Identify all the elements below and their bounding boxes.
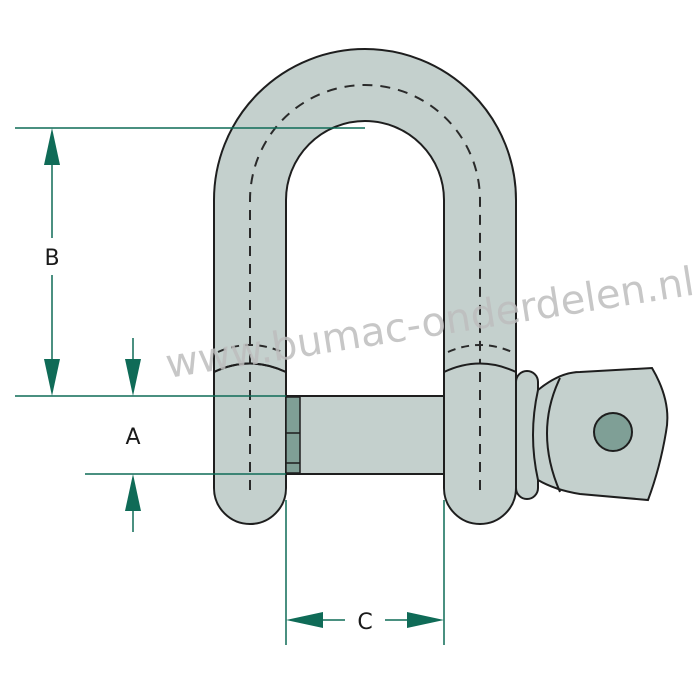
label-c: C [357, 610, 372, 635]
left-eye [213, 344, 287, 525]
label-a: A [125, 425, 140, 450]
shackle-bow [213, 48, 517, 490]
right-eye [443, 344, 517, 525]
dimension-c [286, 612, 444, 628]
label-b: B [44, 246, 59, 271]
pin-head [515, 366, 669, 502]
dimension-a [125, 338, 141, 532]
pin-hole [593, 412, 633, 452]
dimension-b [44, 128, 60, 396]
shackle-pin [285, 395, 445, 475]
dimension-lines [15, 127, 445, 645]
